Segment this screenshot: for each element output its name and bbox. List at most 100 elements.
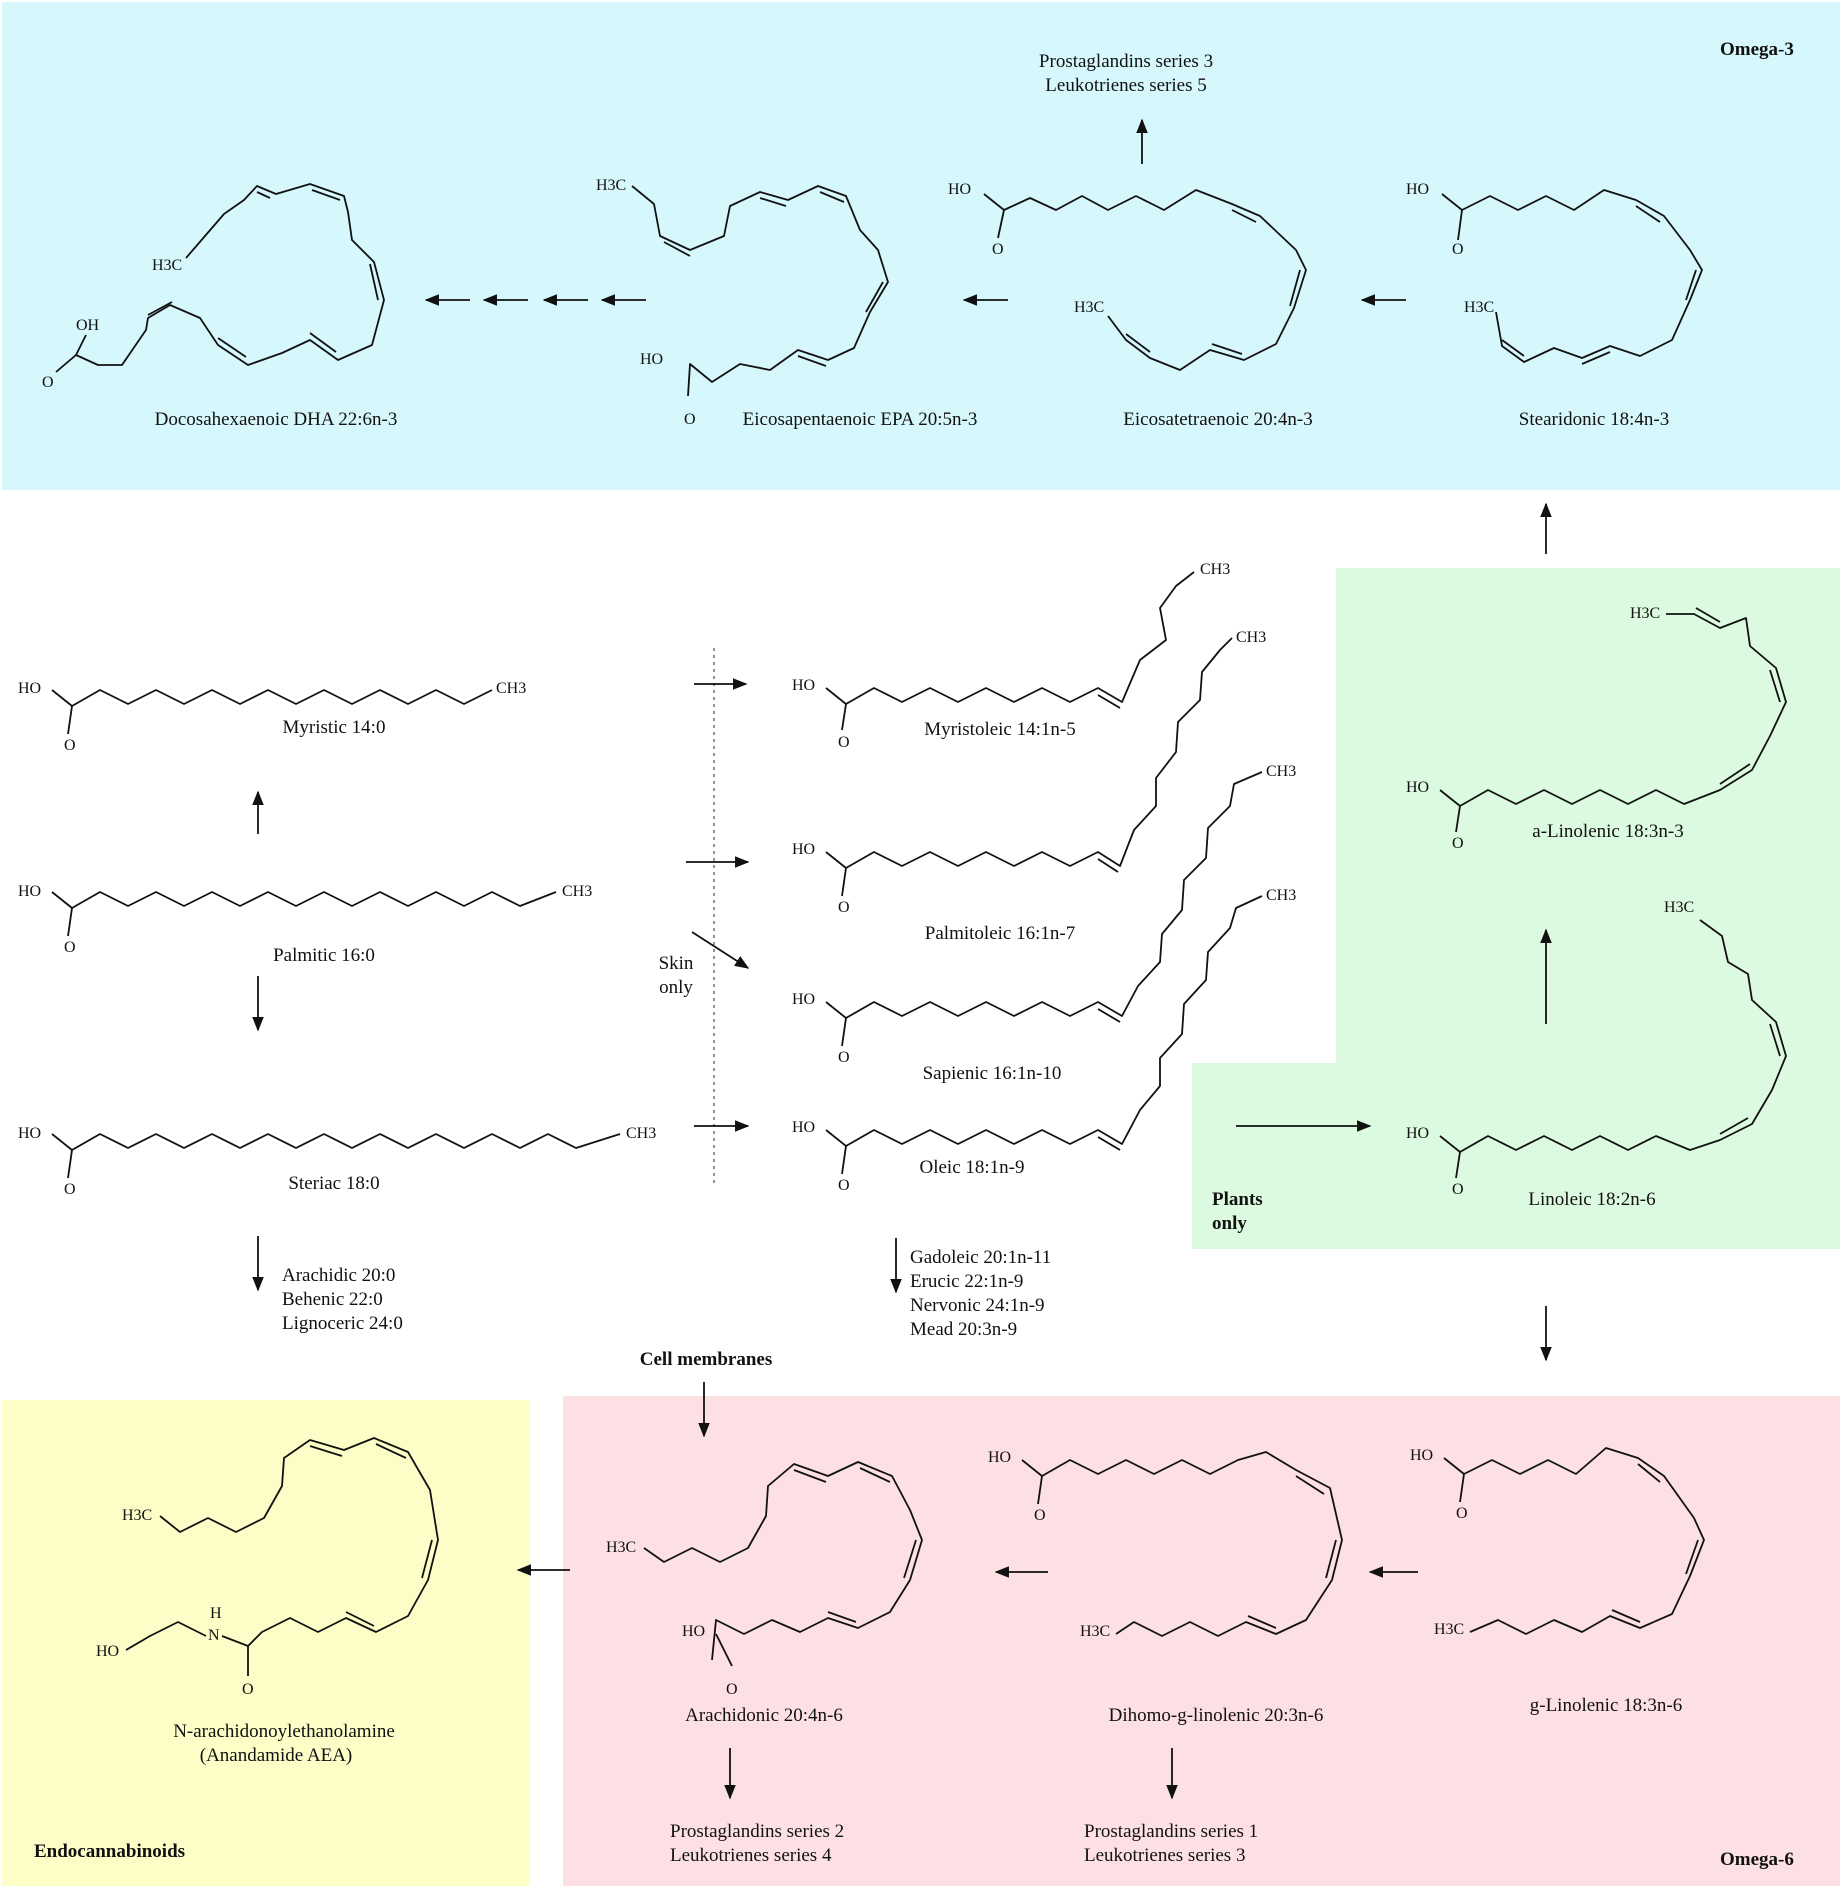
- omega3-label: Omega-3: [1720, 39, 1794, 60]
- mono-product-1: Erucic 22:1n-9: [910, 1271, 1024, 1292]
- saturated-product-2: Lignoceric 24:0: [282, 1313, 403, 1334]
- plants-region-lower: [1192, 1063, 1840, 1249]
- palmitic-o-atom: O: [64, 939, 76, 956]
- arachidonic-structure: H3C HO O: [606, 1461, 923, 1698]
- anandamide-h-atom: H: [210, 1605, 222, 1622]
- omega3-region: [2, 2, 1840, 490]
- cell-membranes-label: Cell membranes: [639, 1349, 773, 1370]
- myristic-ch3-atom: CH3: [496, 680, 526, 697]
- arachidonic-ho-atom: HO: [682, 1623, 705, 1640]
- mono-product-0: Gadoleic 20:1n-11: [910, 1247, 1052, 1268]
- myristoleic-structure: HO O CH3: [792, 561, 1230, 751]
- alinolenic-methyl-atom: H3C: [1630, 605, 1660, 622]
- oleic-ch3-atom: CH3: [1266, 887, 1296, 904]
- myristic-structure: HO O CH3: [18, 680, 526, 754]
- dihomo-products-line2: Leukotrienes series 3: [1084, 1845, 1246, 1866]
- plants-label-line1: Plants: [1212, 1189, 1263, 1210]
- dha-structure: OH O H3C: [42, 183, 385, 391]
- alinolenic-name: a-Linolenic 18:3n-3: [1532, 821, 1684, 842]
- palmitic-ch3-atom: CH3: [562, 883, 592, 900]
- steriac-o-atom: O: [64, 1181, 76, 1198]
- dha-oh-atom: OH: [76, 317, 100, 334]
- arachidonic-products-line2: Leukotrienes series 4: [670, 1845, 832, 1866]
- dha-o-atom: O: [42, 374, 54, 391]
- linoleic-methyl-atom: H3C: [1664, 899, 1694, 916]
- sapienic-name: Sapienic 16:1n-10: [922, 1063, 1062, 1084]
- sapienic-ch3-atom: CH3: [1266, 763, 1296, 780]
- glinolenic-name: g-Linolenic 18:3n-6: [1529, 1695, 1683, 1716]
- eicosatetraenoic-methyl-atom: H3C: [1074, 299, 1104, 316]
- palmitoleic-ho-atom: HO: [792, 841, 815, 858]
- steriac-name: Steriac 18:0: [288, 1173, 380, 1194]
- saturated-product-0: Arachidic 20:0: [282, 1265, 396, 1286]
- anandamide-n-atom: N: [208, 1627, 220, 1644]
- dha-name: Docosahexaenoic DHA 22:6n-3: [154, 409, 398, 430]
- stearidonic-name: Stearidonic 18:4n-3: [1518, 409, 1670, 430]
- anandamide-methyl-atom: H3C: [122, 1507, 152, 1524]
- arachidonic-o-atom: O: [726, 1681, 738, 1698]
- epa-methyl-atom: H3C: [596, 177, 626, 194]
- oleic-structure: HO O CH3: [792, 887, 1296, 1194]
- sapienic-ho-atom: HO: [792, 991, 815, 1008]
- stearidonic-ho-atom: HO: [1406, 181, 1429, 198]
- linoleic-o-atom: O: [1452, 1181, 1464, 1198]
- myristoleic-ho-atom: HO: [792, 677, 815, 694]
- epa-structure: H3C HO O: [596, 177, 889, 428]
- arachidonic-name: Arachidonic 20:4n-6: [685, 1705, 843, 1726]
- endocannabinoids-region: [2, 1400, 530, 1886]
- anandamide-structure: H3C HO N H O: [96, 1437, 439, 1698]
- steriac-structure: HO O CH3: [18, 1125, 656, 1198]
- myristic-name: Myristic 14:0: [282, 717, 386, 738]
- arachidonic-products-line1: Prostaglandins series 2: [670, 1821, 845, 1842]
- eicosatetraenoic-name: Eicosatetraenoic 20:4n-3: [1123, 409, 1313, 430]
- dihomo-name: Dihomo-g-linolenic 20:3n-6: [1108, 1705, 1324, 1726]
- linoleic-name: Linoleic 18:2n-6: [1528, 1189, 1656, 1210]
- palmitoleic-name: Palmitoleic 16:1n-7: [924, 923, 1076, 944]
- myristic-ho-atom: HO: [18, 680, 41, 697]
- dihomo-products-line1: Prostaglandins series 1: [1084, 1821, 1259, 1842]
- myristoleic-ch3-atom: CH3: [1200, 561, 1230, 578]
- plants-label-line2: only: [1212, 1213, 1247, 1234]
- endocannabinoids-label: Endocannabinoids: [34, 1841, 186, 1862]
- stearidonic-structure: HO O H3C: [1406, 181, 1703, 365]
- alinolenic-structure: HO O H3C: [1406, 605, 1787, 852]
- sapienic-o-atom: O: [838, 1049, 850, 1066]
- myristoleic-o-atom: O: [838, 734, 850, 751]
- aea-name-line1: N-arachidonoylethanolamine: [173, 1721, 395, 1742]
- linoleic-ho-atom: HO: [1406, 1125, 1429, 1142]
- mono-product-2: Nervonic 24:1n-9: [910, 1295, 1045, 1316]
- eicosatetraenoic-o-atom: O: [992, 241, 1004, 258]
- omega3-products-line2: Leukotrienes series 5: [1045, 75, 1207, 96]
- palmitic-structure: HO O CH3: [18, 883, 592, 956]
- alinolenic-o-atom: O: [1452, 835, 1464, 852]
- oleic-o-atom: O: [838, 1177, 850, 1194]
- dihomo-o-atom: O: [1034, 1507, 1046, 1524]
- mono-product-3: Mead 20:3n-9: [910, 1319, 1018, 1340]
- stearidonic-o-atom: O: [1452, 241, 1464, 258]
- aea-name-line2: (Anandamide AEA): [199, 1745, 353, 1766]
- anandamide-ho-atom: HO: [96, 1643, 119, 1660]
- myristoleic-name: Myristoleic 14:1n-5: [924, 719, 1076, 740]
- sapienic-structure: HO O CH3: [792, 763, 1296, 1066]
- dihomo-structure: HO O H3C: [988, 1449, 1343, 1640]
- dha-methyl-atom: H3C: [152, 257, 182, 274]
- omega6-label: Omega-6: [1720, 1849, 1794, 1870]
- glinolenic-ho-atom: HO: [1410, 1447, 1433, 1464]
- omega3-products-line1: Prostaglandins series 3: [1038, 51, 1214, 72]
- epa-ho-atom: HO: [640, 351, 663, 368]
- linoleic-structure: HO O H3C: [1406, 899, 1787, 1198]
- epa-name: Eicosapentaenoic EPA 20:5n-3: [742, 409, 978, 430]
- oleic-name: Oleic 18:1n-9: [919, 1157, 1025, 1178]
- stearidonic-methyl-atom: H3C: [1464, 299, 1494, 316]
- palmitoleic-structure: HO O CH3: [792, 629, 1266, 916]
- steriac-ch3-atom: CH3: [626, 1125, 656, 1142]
- skin-only-label-line2: only: [659, 977, 693, 998]
- palmitoleic-o-atom: O: [838, 899, 850, 916]
- palmitic-name: Palmitic 16:0: [273, 945, 375, 966]
- glinolenic-structure: HO O H3C: [1410, 1447, 1705, 1638]
- skin-only-label-line1: Skin: [658, 953, 694, 974]
- saturated-product-1: Behenic 22:0: [282, 1289, 383, 1310]
- dihomo-methyl-atom: H3C: [1080, 1623, 1110, 1640]
- palmitic-ho-atom: HO: [18, 883, 41, 900]
